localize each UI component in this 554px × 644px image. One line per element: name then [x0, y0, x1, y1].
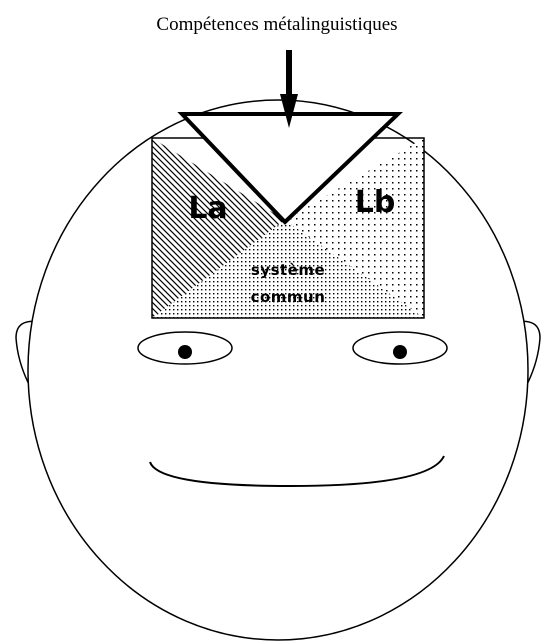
label-lb: Lb: [355, 185, 396, 220]
label-la: La: [188, 191, 227, 226]
label-commun: commun: [251, 288, 326, 306]
left-pupil: [178, 345, 192, 359]
label-systeme: système: [251, 261, 325, 279]
right-pupil: [393, 345, 407, 359]
